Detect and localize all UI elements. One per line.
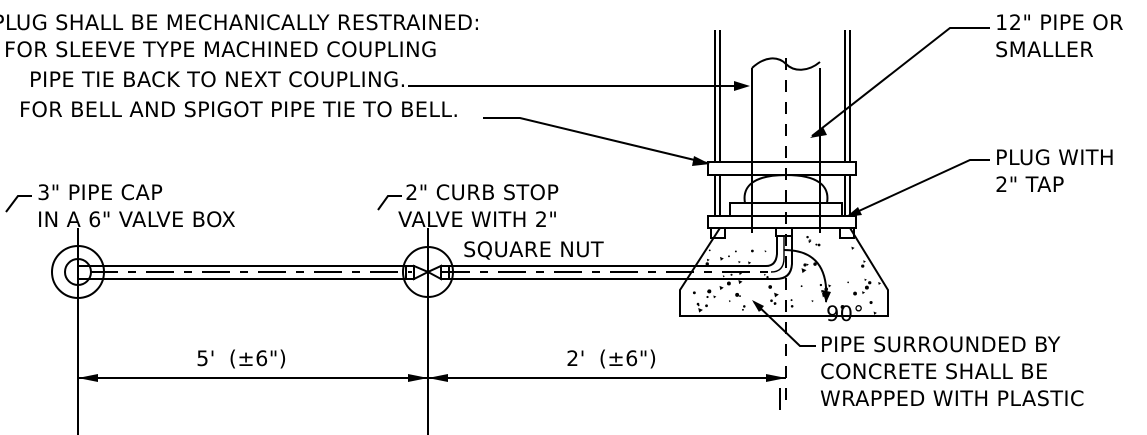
aggregate-speck [743, 305, 746, 308]
aggregate-speck [720, 256, 724, 261]
aggregate-speck [706, 258, 710, 262]
plug-assembly [707, 161, 857, 237]
concrete-label-1: PIPE SURROUNDED BY [820, 333, 1061, 357]
curb-stop-label-2: VALVE WITH 2" [398, 208, 558, 232]
aggregate-speck [722, 275, 725, 278]
aggregate-speck [800, 285, 803, 288]
service-pipe [78, 236, 793, 280]
aggregate-speck [739, 295, 741, 297]
aggregate-speck [806, 263, 809, 266]
dimension-right-value: 2' [566, 347, 586, 371]
curb-stop-label-3: SQUARE NUT [463, 238, 604, 262]
aggregate-speck [738, 260, 741, 264]
aggregate-speck [790, 304, 794, 308]
aggregate-speck [770, 299, 773, 303]
concrete-label-2: CONCRETE SHALL BE [820, 360, 1049, 384]
aggregate-speck [764, 273, 767, 276]
aggregate-speck [707, 289, 712, 294]
aggregate-speck [692, 291, 696, 295]
angle-arc [783, 249, 831, 303]
aggregate-speck [806, 235, 809, 239]
pipe-cap-label-1: 3" PIPE CAP [37, 181, 163, 205]
dimension-left-label: 5' (±6") [196, 347, 287, 371]
aggregate-speck [741, 308, 744, 311]
aggregate-speck [790, 299, 793, 302]
aggregate-speck [863, 260, 866, 263]
aggregate-speck [730, 273, 733, 276]
restraint-note-line-2: FOR SLEEVE TYPE MACHINED COUPLING [4, 38, 438, 62]
aggregate-speck [728, 255, 730, 258]
aggregate-speck [748, 261, 752, 265]
leader-lines [5, 27, 990, 347]
curb-stop-label-1: 2" CURB STOP [405, 181, 559, 205]
restraint-note-line-4: FOR BELL AND SPIGOT PIPE TIE TO BELL. [19, 98, 459, 122]
aggregate-speck [847, 281, 850, 284]
pipe-size-label-2: SMALLER [995, 38, 1094, 62]
angle-label: 90° [826, 302, 864, 326]
aggregate-speck [706, 295, 709, 299]
aggregate-speck [840, 305, 845, 310]
aggregate-speck [817, 243, 821, 247]
dimension-left-tolerance: (±6") [229, 347, 288, 371]
aggregate-speck [738, 280, 743, 285]
aggregate-speck [766, 275, 769, 279]
aggregate-speck [801, 268, 807, 274]
restraint-note-line-1: PLUG SHALL BE MECHANICALLY RESTRAINED: [0, 11, 481, 35]
aggregate-speck [851, 246, 855, 250]
aggregate-speck [719, 285, 724, 291]
aggregate-speck [713, 295, 717, 299]
main-pipe [751, 57, 821, 410]
aggregate-speck [868, 281, 872, 285]
pipe-cap-valve-box [51, 228, 105, 435]
aggregate-speck [750, 249, 754, 253]
aggregate-speck [803, 263, 807, 267]
aggregate-speck [819, 283, 823, 287]
restraint-note-line-3: PIPE TIE BACK TO NEXT COUPLING. [29, 68, 407, 92]
aggregate-speck [864, 278, 867, 282]
aggregate-speck [698, 307, 703, 313]
aggregate-speck [768, 285, 773, 289]
dimension-right-label: 2' (±6") [566, 347, 657, 371]
aggregate-speck [861, 264, 865, 268]
dimension-left-value: 5' [196, 347, 216, 371]
aggregate-speck [726, 281, 731, 286]
dimension-line [78, 374, 786, 410]
curb-stop-valve [402, 228, 454, 435]
aggregate-speck [764, 250, 767, 253]
plug-label-2: 2" TAP [995, 173, 1065, 197]
aggregate-speck [708, 249, 711, 252]
aggregate-speck [735, 292, 740, 297]
dimension-right-tolerance: (±6") [599, 347, 658, 371]
pipe-size-label-1: 12" PIPE OR [995, 11, 1124, 35]
aggregate-speck [869, 300, 873, 305]
aggregate-speck [821, 289, 824, 293]
aggregate-speck [774, 292, 779, 298]
aggregate-speck [878, 281, 882, 285]
aggregate-speck [873, 311, 877, 315]
aggregate-speck [705, 262, 709, 266]
aggregate-speck [728, 300, 731, 303]
aggregate-speck [864, 285, 869, 290]
aggregate-speck [697, 304, 700, 307]
aggregate-speck [705, 304, 708, 308]
aggregate-speck [734, 250, 737, 253]
aggregate-speck [815, 243, 818, 246]
concrete-label-3: WRAPPED WITH PLASTIC [820, 387, 1085, 411]
aggregate-speck [811, 300, 814, 303]
aggregate-speck [862, 291, 866, 295]
aggregate-speck [853, 291, 857, 296]
aggregate-speck [813, 262, 817, 266]
pipe-cap-label-2: IN A 6" VALVE BOX [37, 208, 236, 232]
aggregate-speck [828, 284, 832, 288]
plug-label-1: PLUG WITH [995, 146, 1115, 170]
aggregate-speck [808, 240, 812, 244]
aggregate-speck [773, 302, 777, 306]
